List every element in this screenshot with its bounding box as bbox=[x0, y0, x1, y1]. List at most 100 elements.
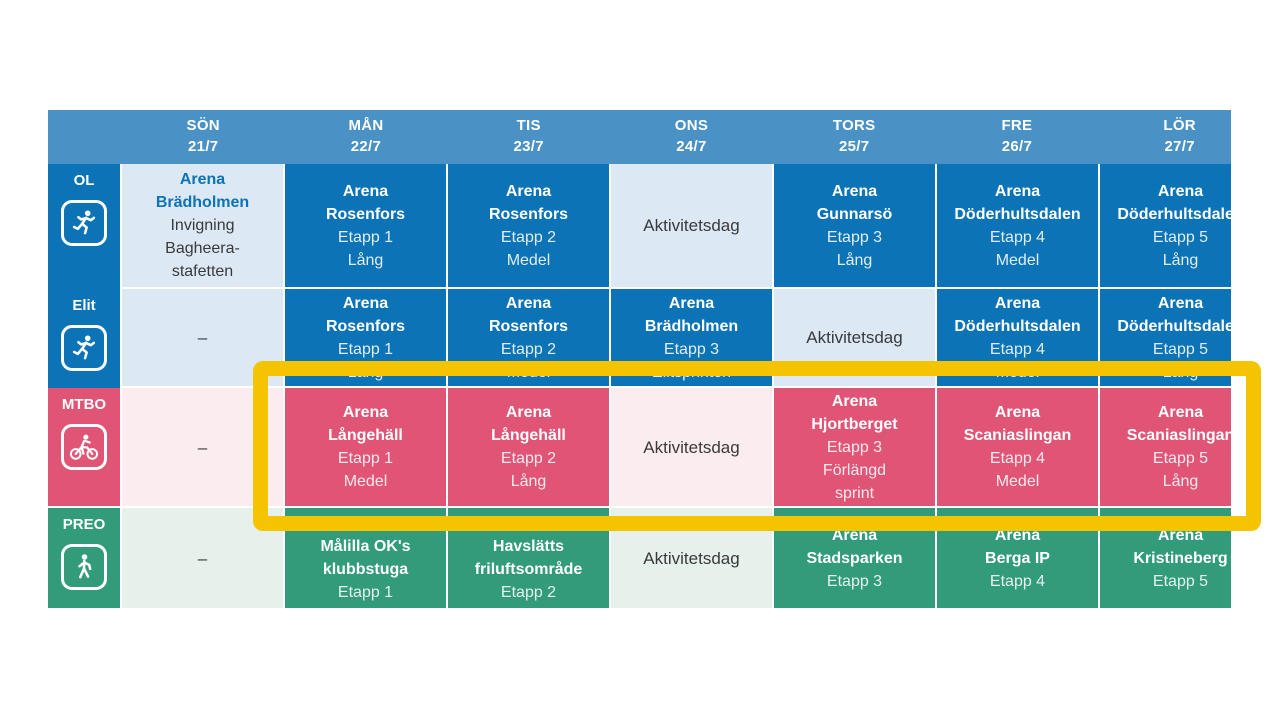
cell-detail-line: stafetten bbox=[171, 263, 234, 280]
row-label-text: Elit bbox=[72, 297, 96, 314]
cell-arena-line: Arena bbox=[342, 404, 389, 421]
cell-detail-line: Etapp 2 bbox=[500, 450, 557, 467]
cell-arena-line: Scaniaslingan bbox=[1126, 427, 1231, 444]
day-name: MÅN bbox=[348, 117, 384, 134]
day-date: 26/7 bbox=[1001, 138, 1033, 155]
cell-arena-line: Arena bbox=[994, 404, 1041, 421]
schedule-cell: Aktivitetsdag bbox=[774, 289, 935, 386]
day-date: 24/7 bbox=[676, 138, 707, 155]
cell-detail-line: Etapp 2 bbox=[500, 228, 557, 246]
cell-arena-line: Döderhultsdalen bbox=[954, 317, 1081, 335]
cell-arena-line: Berga IP bbox=[985, 549, 1050, 567]
cell-arena-line: Arena bbox=[342, 294, 389, 312]
day-name: FRE bbox=[1001, 117, 1033, 134]
cell-detail-line: Bagheera- bbox=[165, 240, 240, 257]
cell-detail-line: Etapp 5 bbox=[1152, 228, 1209, 246]
schedule-cell: Aktivitetsdag bbox=[611, 164, 772, 287]
mtb-cyclist-icon bbox=[61, 424, 107, 470]
runner-icon bbox=[61, 325, 107, 371]
row-label-mtbo: MTBO bbox=[48, 388, 120, 506]
cell-detail-line: Aktivitetsdag bbox=[643, 216, 740, 235]
cell-detail-line: Medel bbox=[995, 473, 1040, 490]
cell-arena-line: Rosenfors bbox=[325, 317, 406, 335]
cell-detail-line: Invigning bbox=[170, 217, 235, 234]
day-date: 25/7 bbox=[838, 138, 870, 155]
cell-detail-line: Lång bbox=[1162, 473, 1199, 490]
cell-detail-line: Etapp 4 bbox=[989, 228, 1046, 246]
cell-arena-line: Arena bbox=[994, 526, 1041, 544]
cell-detail-line: Etapp 4 bbox=[989, 450, 1046, 467]
cell-detail-line: Medel bbox=[506, 251, 551, 269]
cell-detail-line: – bbox=[197, 328, 208, 347]
day-name: TORS bbox=[832, 117, 876, 134]
cell-arena-line: Långehäll bbox=[328, 427, 403, 444]
day-name: TIS bbox=[516, 117, 541, 134]
cell-arena-line: Stadsparken bbox=[806, 549, 903, 567]
cell-arena-line: Arena bbox=[994, 294, 1041, 312]
day-header-mån: MÅN 22/7 bbox=[285, 110, 448, 162]
cell-detail-line: Lång bbox=[510, 473, 547, 490]
cell-detail-line: Aktivitetsdag bbox=[643, 548, 740, 568]
day-date: 27/7 bbox=[1164, 138, 1195, 155]
cell-detail-line: Lång bbox=[1162, 251, 1199, 269]
cell-arena-line: Brädholmen bbox=[155, 194, 250, 211]
cell-detail-line: Etapp 3 bbox=[826, 572, 883, 590]
cell-detail-line: Lång bbox=[347, 251, 384, 269]
day-name: SÖN bbox=[186, 117, 220, 134]
cell-arena-line: klubbstuga bbox=[322, 561, 409, 578]
day-date: 23/7 bbox=[513, 138, 544, 155]
cell-arena-line: Målilla OK's bbox=[320, 538, 411, 555]
cell-detail-line: Etapp 2 bbox=[500, 584, 557, 601]
cell-arena-line: Gunnarsö bbox=[816, 205, 893, 223]
cell-arena-line: Arena bbox=[342, 515, 389, 532]
schedule-cell: – bbox=[122, 508, 283, 608]
cell-detail-line: Etapp 1 bbox=[337, 584, 394, 601]
cell-detail-line: Etapp 4 bbox=[989, 340, 1046, 358]
day-date: 22/7 bbox=[350, 138, 382, 155]
cell-detail-line: Etapp 1 bbox=[337, 450, 394, 467]
cell-detail-line: Etapp 4 bbox=[989, 572, 1046, 590]
cell-arena-line: Rosenfors bbox=[488, 317, 569, 335]
cell-arena-line: Arena bbox=[1157, 294, 1204, 312]
cell-arena-line: Arena bbox=[505, 404, 552, 421]
day-header-tors: TORS 25/7 bbox=[773, 110, 936, 162]
cell-detail-line: Aktivitetsdag bbox=[643, 437, 740, 457]
cell-arena-line: Brädholmen bbox=[644, 317, 739, 335]
cell-detail-line: – bbox=[197, 437, 208, 457]
cell-detail-line: Lång bbox=[1162, 363, 1199, 381]
schedule-cell: Aktivitetsdag bbox=[611, 508, 772, 608]
cell-arena-line: Arena bbox=[505, 182, 552, 200]
row-label-text: OL bbox=[73, 172, 95, 189]
cell-detail-line: Förlängd bbox=[822, 461, 887, 479]
cell-arena-line: Arena bbox=[179, 171, 226, 188]
cell-arena-line: Arena bbox=[668, 294, 715, 312]
runner-icon bbox=[61, 200, 107, 246]
cell-detail-line: Etapp 5 bbox=[1152, 450, 1209, 467]
day-header-fre: FRE 26/7 bbox=[936, 110, 1099, 162]
row-label-ol: OL bbox=[48, 164, 120, 289]
cell-detail-line: Medel bbox=[995, 363, 1040, 381]
cell-detail-line: Lång bbox=[836, 251, 873, 269]
cell-arena-line: Döderhultsdalen bbox=[954, 205, 1081, 223]
cell-arena-line: Döderhultsdalen bbox=[1117, 205, 1231, 223]
